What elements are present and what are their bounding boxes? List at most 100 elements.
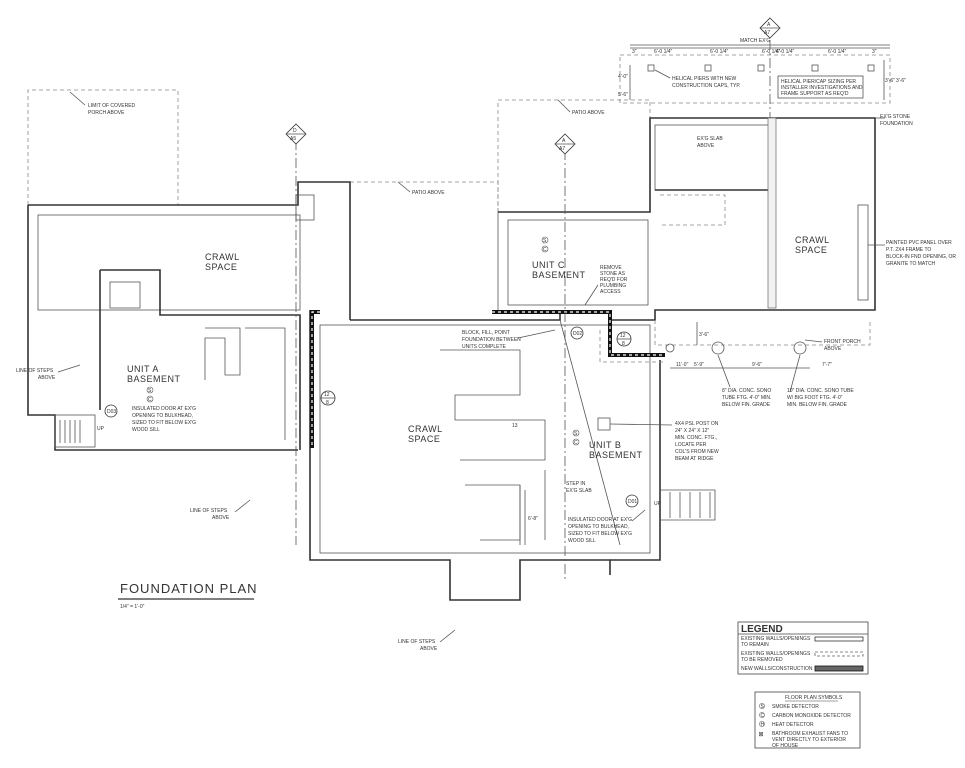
legend-item-1b: TO REMAIN: [741, 642, 769, 648]
detail-8-a: 8: [326, 400, 329, 406]
unit-b-label-2: BASEMENT: [589, 450, 643, 460]
detector-symbols: [146, 236, 580, 446]
note-door-a-4: WOOD SILL: [132, 427, 160, 433]
helical-pier-row: [619, 44, 891, 104]
note-pvc-4: GRANITE TO MATCH: [886, 261, 936, 267]
unit-c-label-2: BASEMENT: [532, 270, 586, 280]
note-remove-stone-2: STONE AS: [600, 271, 626, 277]
note-front-porch-1: FRONT PORCH: [824, 339, 861, 345]
note-pvc-2: P.T. 2X4 FRAME TO: [886, 247, 931, 253]
dim-5: 5'-9": [694, 362, 704, 368]
symbol-fan-glyph: ⊠: [759, 732, 764, 738]
plan-scale: 1/4" = 1'-0": [120, 604, 145, 610]
patio-outline-right: [497, 99, 651, 212]
note-step-in-2: EX'G SLAB: [566, 488, 592, 494]
legend-swatch-new: [814, 665, 864, 672]
note-patio-1: PATIO ABOVE: [412, 190, 445, 196]
note-door-a-1: INSULATED DOOR AT EX'G: [132, 406, 196, 412]
section-a2-bot: A7: [764, 30, 770, 36]
smoke-c: S: [543, 238, 547, 244]
symbols-box: FLOOR PLAN SYMBOLS S SMOKE DETECTOR C CA…: [754, 691, 861, 749]
up-tag-b: UP: [654, 501, 662, 507]
door-tags: [104, 326, 639, 508]
legend-swatch-removed: [814, 651, 864, 657]
note-pvc-1: PAINTED PVC PANEL OVER: [886, 240, 952, 246]
door-tag-003: D03: [107, 409, 116, 415]
note-sono10-2: W/ BIG FOOT FTG. 4'-0": [787, 395, 843, 401]
note-psl-4: LOCATE PER: [675, 442, 707, 448]
crawl-main-label-1: CRAWL: [408, 424, 443, 434]
note-steps-2b: ABOVE: [212, 515, 230, 521]
symbols-title: FLOOR PLAN SYMBOLS: [785, 695, 843, 701]
note-patio-2: PATIO ABOVE: [572, 110, 605, 116]
note-sono8-3: BELOW FIN. GRADE: [722, 402, 771, 408]
right-foundation: [497, 117, 876, 346]
note-sono8-1: 8" DIA. CONC. SONO: [722, 388, 771, 394]
note-psl-2: 24" X 24" X 12": [675, 428, 709, 434]
legend-item-2b: TO BE REMOVED: [741, 657, 783, 663]
section-marker-a-mid: [554, 133, 576, 580]
section-marker-a-top: [759, 17, 781, 118]
unit-b-label-1: UNIT B: [589, 440, 621, 450]
note-door-a-2: OPENING TO BULKHEAD,: [132, 413, 193, 419]
dim-right-3a: 3'-6": [885, 78, 895, 84]
symbol-fan-label-3: OF HOUSE: [772, 743, 799, 749]
co-a: C: [148, 397, 152, 403]
note-sono8-2: TUBE FTG. 4'-0" MIN.: [722, 395, 771, 401]
removed-walls: [599, 330, 665, 363]
note-steps-2a: LINE OF STEPS: [190, 508, 228, 514]
legend-item-2a: EXISTING WALLS/OPENINGS: [741, 651, 811, 657]
dim-left-4: 4'-0": [618, 74, 628, 80]
dim-top-3: 6'-0 1/4": [710, 49, 729, 55]
note-door-a-3: SIZED TO FIT BELOW EX'G: [132, 420, 196, 426]
note-psl-6: BEAM AT RIDGE: [675, 456, 714, 462]
note-limit-porch-2: PORCH ABOVE: [88, 110, 125, 116]
dim-top-7: 3": [872, 49, 877, 55]
crawl-right-label-2: SPACE: [795, 245, 827, 255]
section-d-top: D: [293, 128, 297, 134]
detail-12-b: 12: [620, 333, 626, 339]
new-walls: [310, 310, 665, 448]
dim-top-1: 3": [632, 49, 637, 55]
note-exg-slab-1: EX'G SLAB: [697, 136, 723, 142]
plan-title: FOUNDATION PLAN: [120, 581, 258, 596]
crawl-main-label-2: SPACE: [408, 434, 440, 444]
dim-top-4: 6'-0 1/4": [762, 49, 781, 55]
unit-c-label-1: UNIT C: [532, 260, 565, 270]
symbol-heat-label: HEAT DETECTOR: [772, 722, 814, 728]
note-helical-sizing-3: FRAME SUPPORT AS REQ'D: [781, 91, 849, 97]
dim-6: 6'-8": [528, 516, 538, 522]
crawl-a-label-1: CRAWL: [205, 252, 240, 262]
crawl-right-label-1: CRAWL: [795, 235, 830, 245]
note-limit-porch-1: LIMIT OF COVERED: [88, 103, 136, 109]
dim-left-5: 5'-6": [618, 92, 628, 98]
symbol-fan-label-2: VENT DIRECTLY TO EXTERIOR: [772, 737, 846, 743]
dim-top-6: 6'-0 1/4": [828, 49, 847, 55]
dim-top-5: 6'-0 1/4": [776, 49, 795, 55]
note-block-fill-2: FOUNDATION BETWEEN: [462, 337, 521, 343]
note-door-b-1: INSULATED DOOR AT EX'G: [568, 517, 632, 523]
dim-11: 11'-0": [676, 362, 689, 368]
unit-a-label-2: BASEMENT: [127, 374, 181, 384]
note-front-porch-2: ABOVE: [824, 346, 842, 352]
symbol-co-glyph: C: [761, 713, 765, 719]
note-steps-3a: LINE OF STEPS: [398, 639, 436, 645]
note-pvc-3: BLOCK-IN FND OPENING, OR: [886, 254, 956, 260]
smoke-a: S: [148, 388, 152, 394]
note-remove-stone-1: REMOVE: [600, 265, 622, 271]
patio-outline-left: [350, 181, 499, 212]
door-tag-002: D02: [573, 331, 582, 337]
note-exg-stone-1: EX'G STONE: [880, 114, 911, 120]
note-psl-5: COL'S FROM NEW: [675, 449, 719, 455]
detail-13: 13: [512, 423, 518, 429]
dim-top-2: 6'-0 1/4": [654, 49, 673, 55]
symbol-smoke-label: SMOKE DETECTOR: [772, 704, 819, 710]
co-b: C: [574, 440, 578, 446]
note-steps-1a: LINE OF STEPS: [16, 368, 54, 374]
note-door-b-4: WOOD SILL: [568, 538, 596, 544]
note-sono10-1: 10" DIA. CONC. SONO TUBE: [787, 388, 854, 394]
smoke-b: S: [574, 431, 578, 437]
dimension-lines: [524, 60, 885, 545]
symbol-co-label: CARBON MONOXIDE DETECTOR: [772, 713, 851, 719]
